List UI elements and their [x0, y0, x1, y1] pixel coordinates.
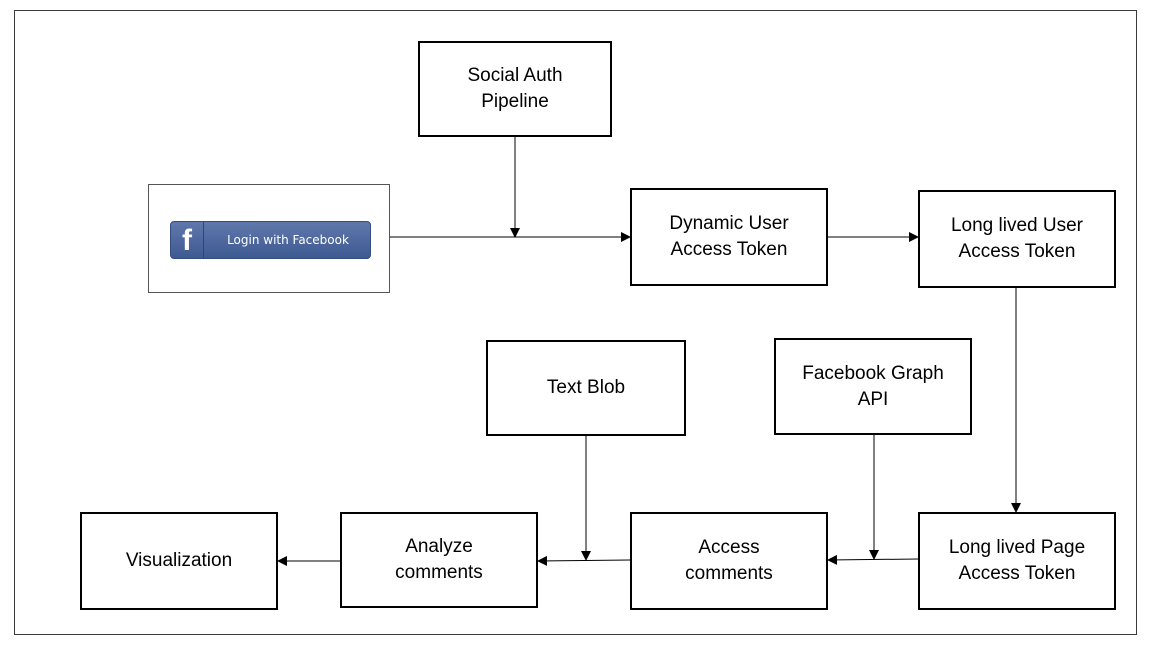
edge-access-to-analyze — [537, 555, 631, 566]
dynamic-user-access-token-node: Dynamic User Access Token — [630, 188, 828, 286]
long-lived-page-access-token-node: Long lived Page Access Token — [918, 512, 1116, 610]
facebook-f-icon: f — [171, 222, 204, 258]
analyze-comments-node: Analyze comments — [340, 512, 538, 608]
long-lived-user-access-token-node: Long lived User Access Token — [918, 190, 1116, 288]
login-button-label: Login with Facebook — [227, 233, 349, 247]
login-panel: f Login with Facebook — [148, 184, 390, 293]
facebook-graph-api-node: Facebook Graph API — [774, 338, 972, 435]
text-blob-node: Text Blob — [486, 340, 686, 436]
login-with-facebook-button[interactable]: f Login with Facebook — [170, 221, 371, 259]
access-comments-node: Access comments — [630, 512, 828, 610]
diagram-frame — [14, 10, 1137, 635]
visualization-node: Visualization — [80, 512, 278, 610]
social-auth-pipeline-node: Social Auth Pipeline — [418, 41, 612, 137]
edge-longpage-to-access — [827, 554, 919, 565]
